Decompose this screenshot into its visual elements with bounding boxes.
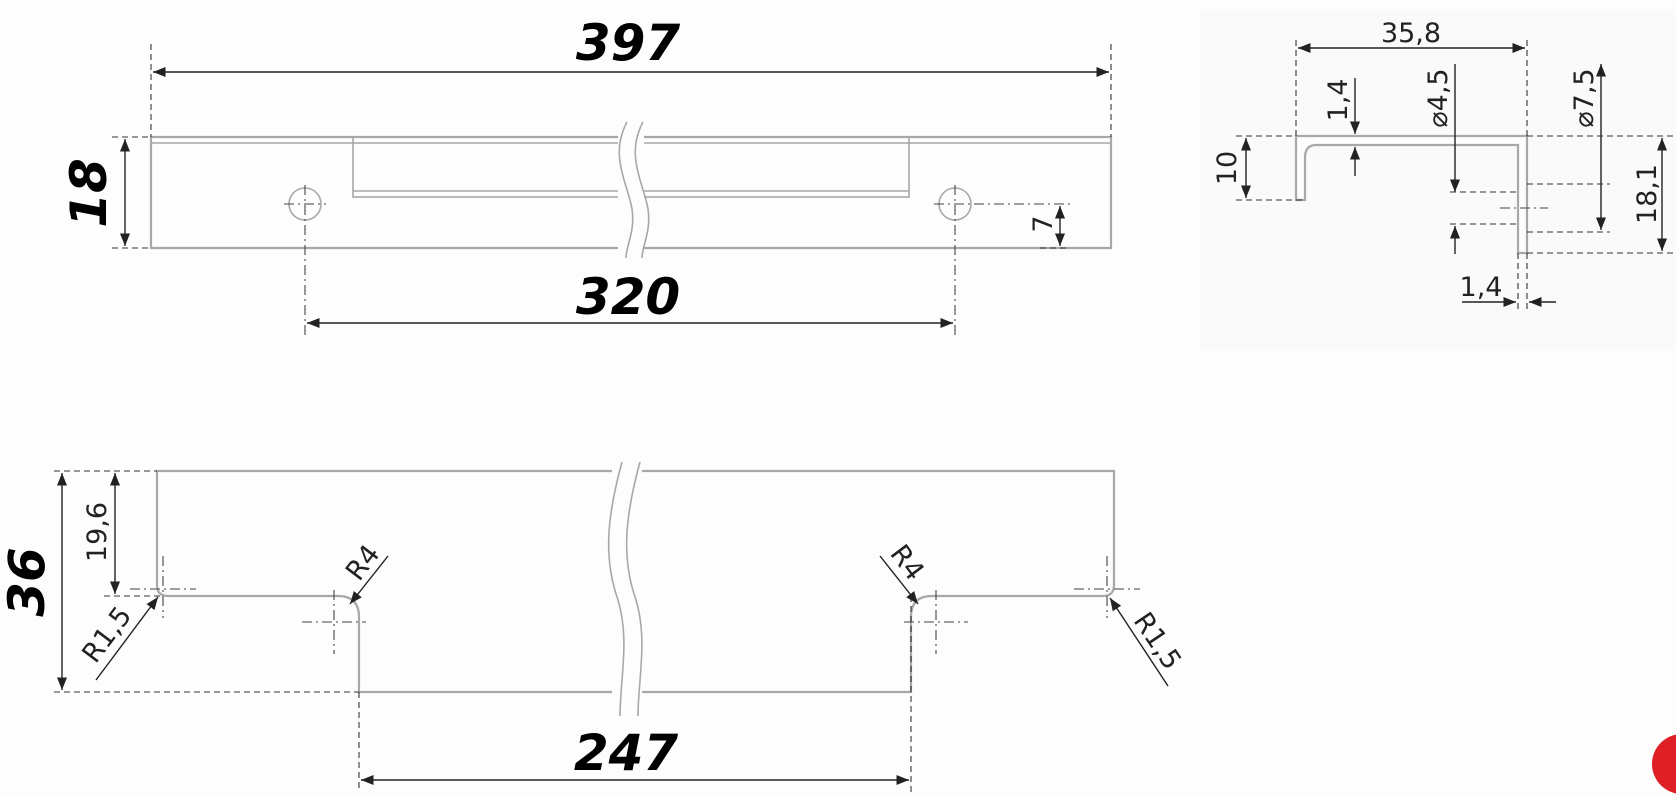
dim-radius-outer-right: R1,5 xyxy=(1127,607,1187,675)
cutout-break-line xyxy=(607,461,625,717)
dim-section-height: 18,1 xyxy=(1632,164,1663,224)
profile-section xyxy=(1294,134,1529,255)
dim-hole-offset: 7 xyxy=(1028,215,1059,232)
dim-cutout-depth: 19,6 xyxy=(82,502,113,562)
dim-profile-height: 18 xyxy=(60,158,118,228)
dim-cutout-height: 36 xyxy=(0,547,56,617)
front-view: 397 18 320 7 xyxy=(60,14,1113,335)
dim-hole-spacing: 320 xyxy=(576,268,680,326)
cutout-view: 36 19,6 247 R1,5 R4 R4 R1,5 xyxy=(0,460,1187,792)
dim-hole-diameter-small: ⌀4,5 xyxy=(1423,68,1454,127)
dim-section-wall-side: 1,4 xyxy=(1460,272,1503,303)
dim-section-width: 35,8 xyxy=(1381,18,1441,49)
cross-section-view: 35,8 1,4 10 ⌀4,5 ⌀7,5 xyxy=(1212,18,1676,312)
break-line xyxy=(618,121,634,259)
dim-hole-diameter-large: ⌀7,5 xyxy=(1569,68,1600,127)
dim-overall-length: 397 xyxy=(576,14,681,72)
dim-section-wall-top: 1,4 xyxy=(1323,79,1354,122)
dim-cutout-length: 247 xyxy=(574,724,679,782)
dim-section-flange: 10 xyxy=(1212,151,1243,185)
